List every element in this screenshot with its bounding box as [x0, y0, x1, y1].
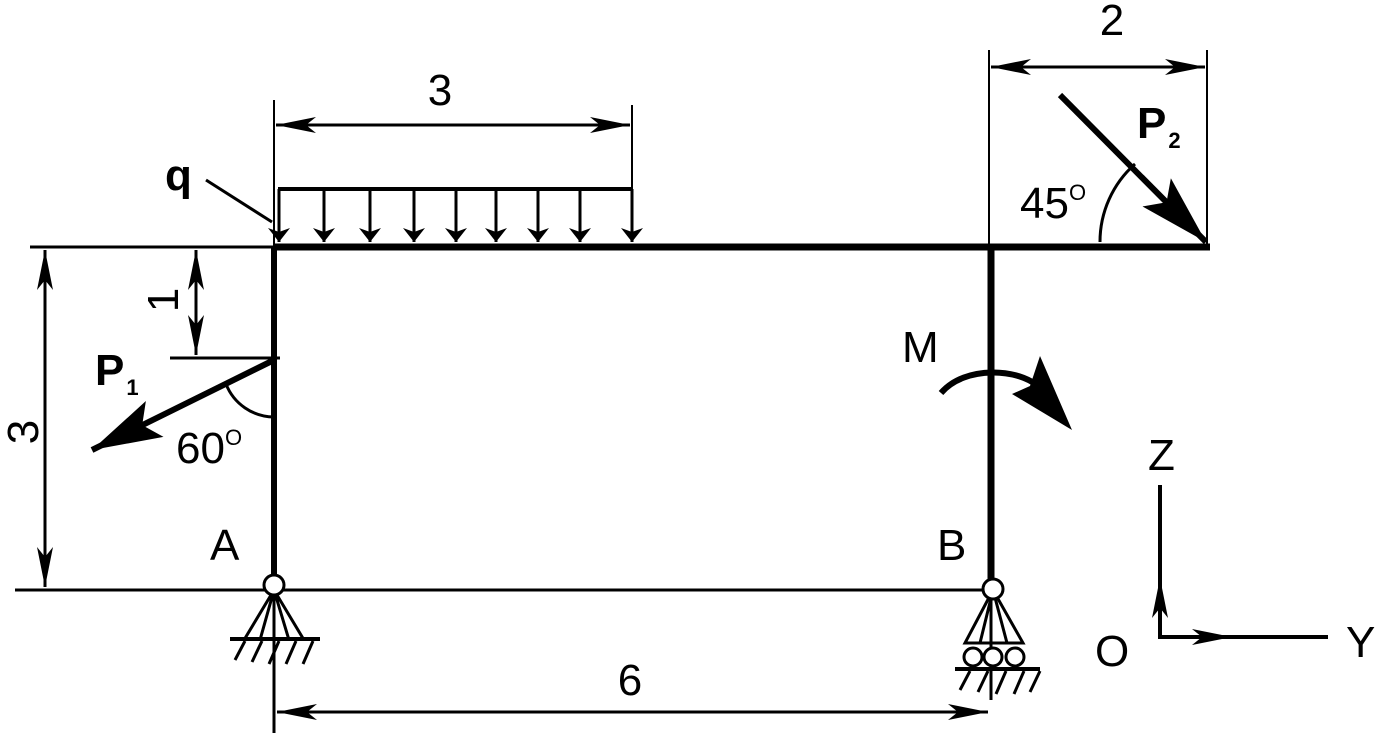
- force-p2: P2 45O: [1020, 92, 1209, 245]
- dimension-frame-height: 3: [0, 250, 54, 587]
- axis-z-label: Z: [1148, 431, 1175, 480]
- force-p1-degree: O: [225, 425, 242, 450]
- dimension-top-right-label: 2: [1100, 0, 1124, 45]
- moment-m: M: [902, 323, 1072, 430]
- dimension-frame-span: 6: [277, 656, 988, 720]
- dimension-p1-offset-label: 1: [139, 288, 188, 312]
- svg-text:P2: P2: [1137, 99, 1181, 153]
- coordinate-axes: Z Y O: [1095, 431, 1375, 676]
- dimension-load-span: 3: [273, 66, 633, 247]
- support-a-label: A: [210, 521, 240, 570]
- dimension-p1-offset: 1: [139, 250, 204, 355]
- support-a: A: [210, 521, 320, 733]
- axis-y-label: Y: [1346, 618, 1375, 667]
- distributed-load: q: [165, 151, 643, 242]
- svg-text:60O: 60O: [176, 424, 242, 473]
- dimension-frame-height-label: 3: [0, 420, 48, 444]
- reference-lines: [15, 245, 1000, 592]
- force-p2-degree: O: [1069, 180, 1086, 205]
- svg-text:45O: 45O: [1020, 179, 1086, 228]
- origin-label: O: [1095, 627, 1129, 676]
- support-b: B: [937, 521, 1042, 700]
- dimension-frame-span-label: 6: [618, 656, 642, 705]
- force-p1: P1 60O: [90, 346, 280, 473]
- force-p1-index: 1: [126, 375, 138, 400]
- dimension-top-right: 2: [988, 0, 1208, 247]
- dimension-load-span-label: 3: [428, 66, 452, 115]
- svg-text:P1: P1: [95, 346, 139, 400]
- support-b-label: B: [937, 521, 966, 570]
- force-p1-angle: 60: [176, 424, 225, 473]
- force-p2-angle: 45: [1020, 179, 1069, 228]
- force-p2-index: 2: [1168, 128, 1180, 153]
- force-p2-symbol: P: [1137, 99, 1166, 148]
- moment-label: M: [902, 323, 939, 372]
- frame-structure: [271, 243, 1210, 590]
- distributed-load-label: q: [165, 151, 192, 200]
- force-p1-symbol: P: [95, 346, 124, 395]
